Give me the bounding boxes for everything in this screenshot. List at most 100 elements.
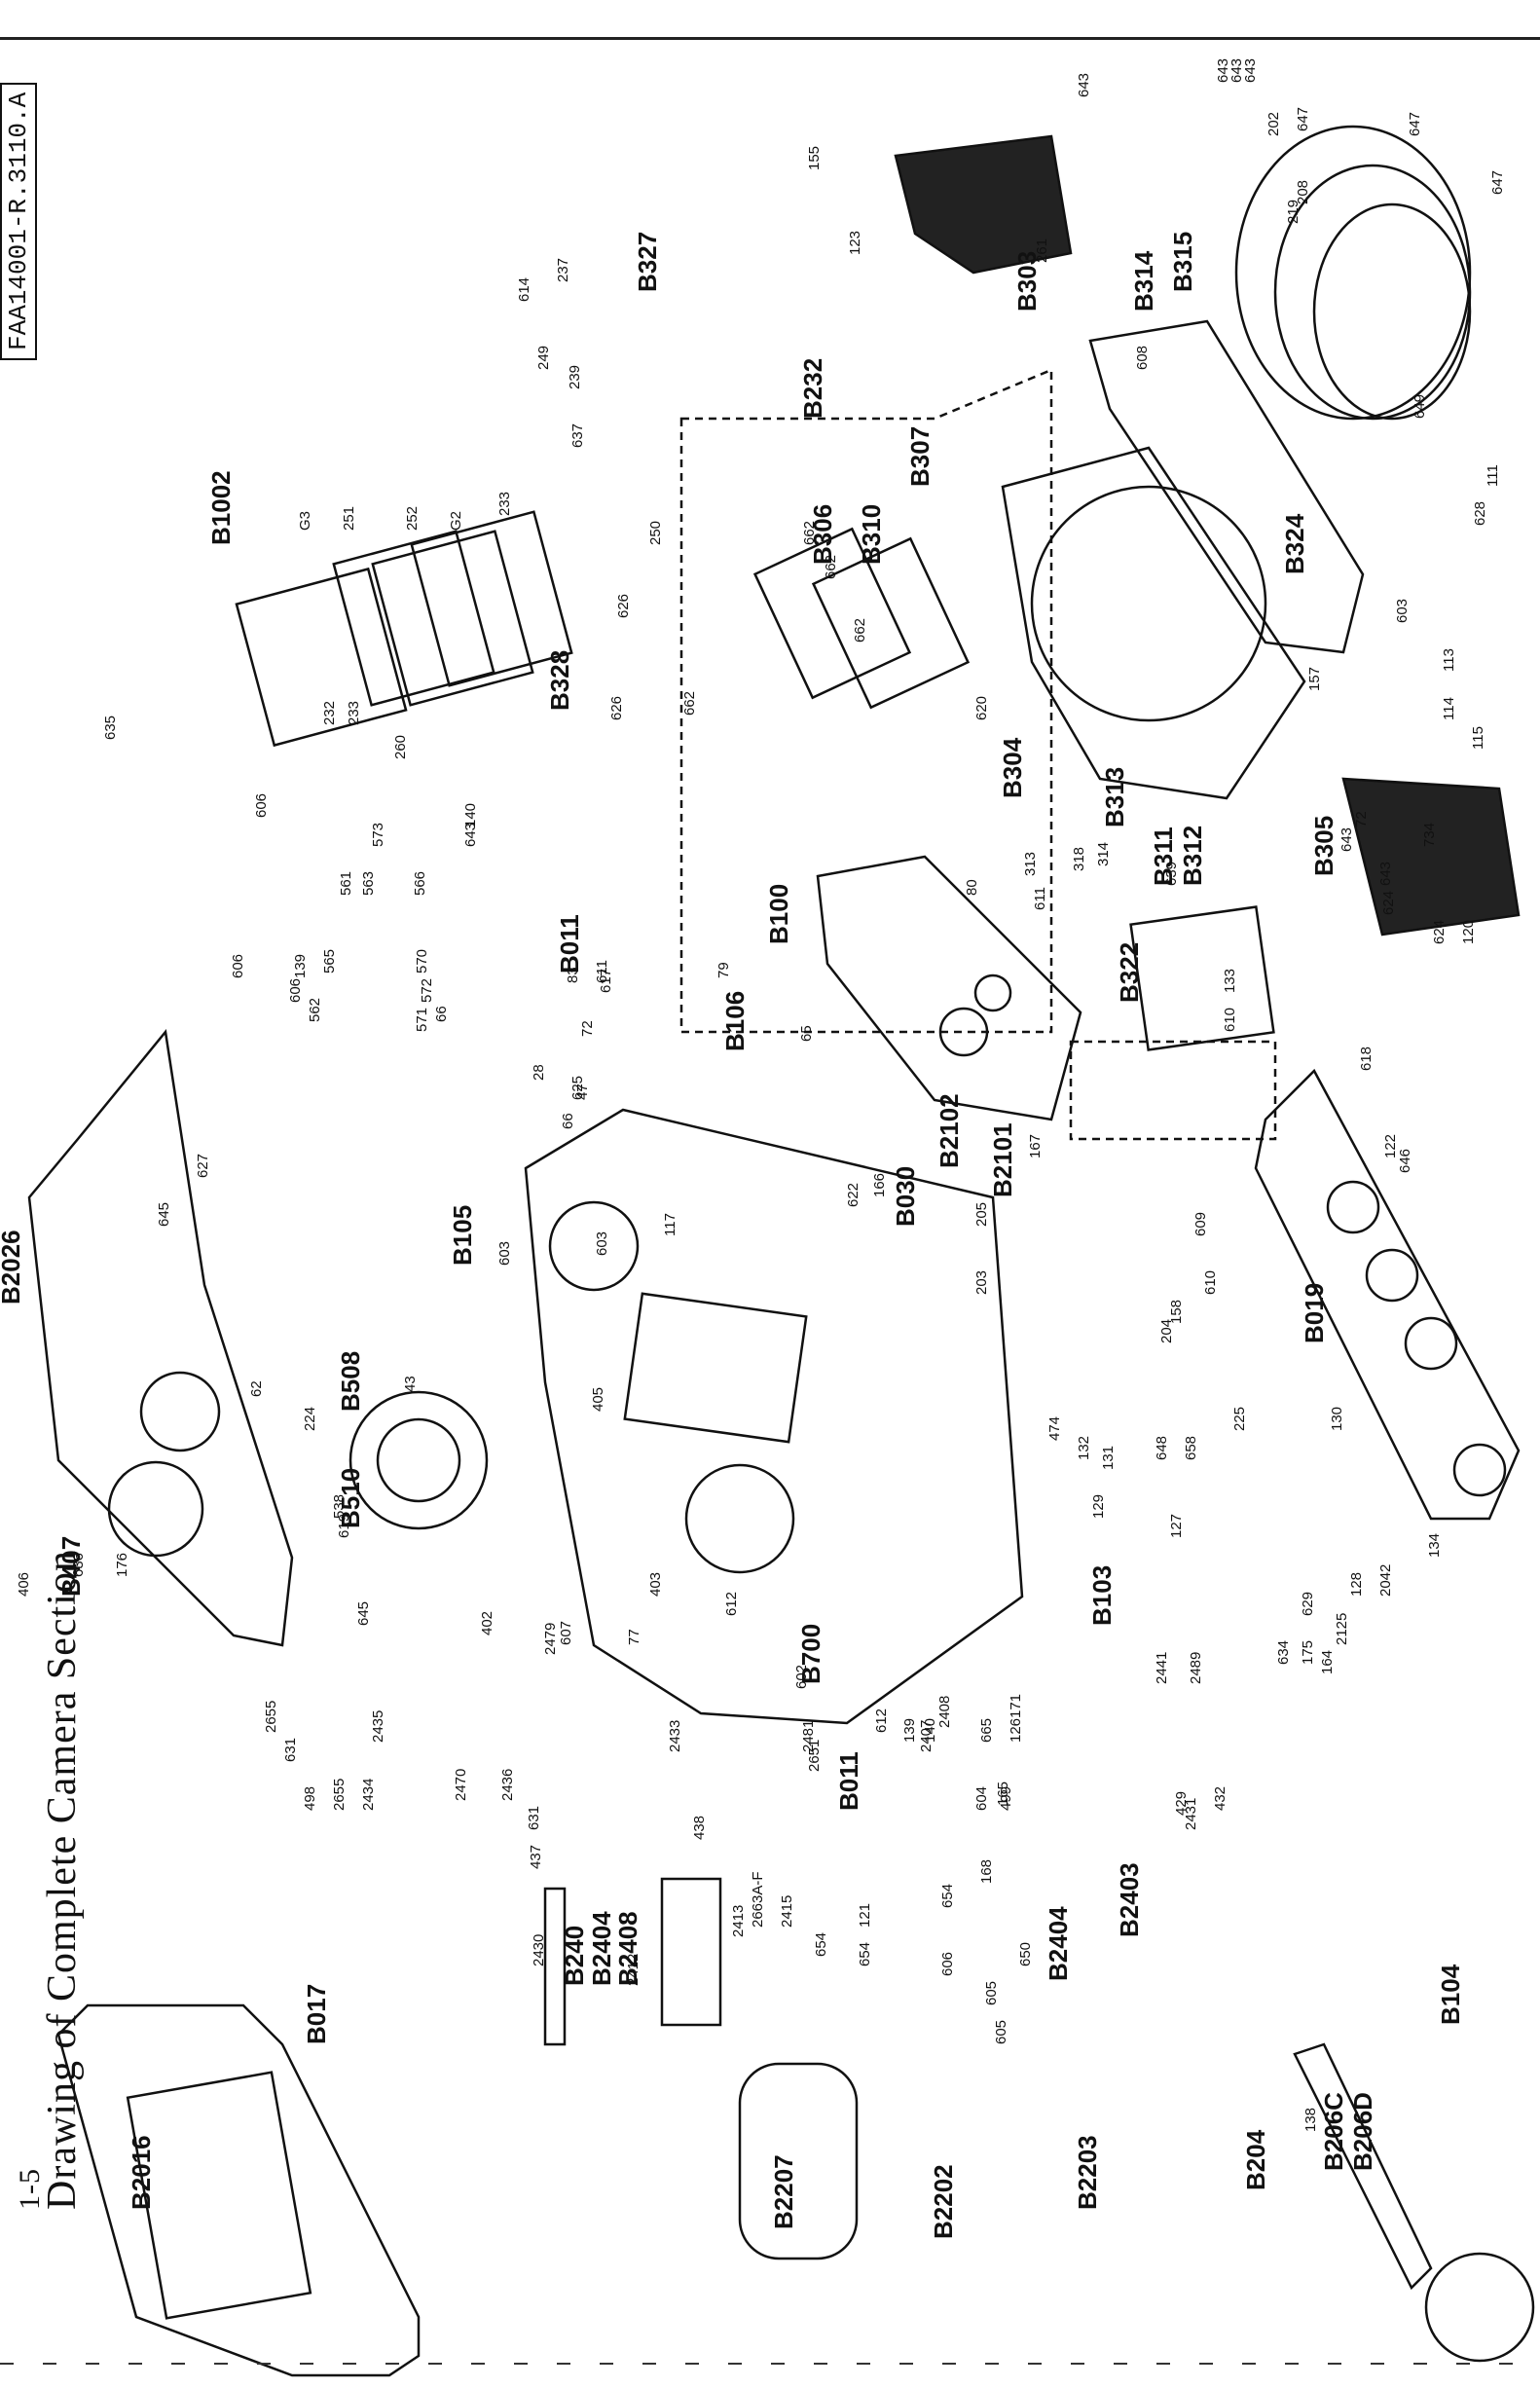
callout-part: 155 — [806, 145, 823, 170]
callout-part: 2479 — [542, 1622, 559, 1655]
callout-assembly: B1002 — [206, 470, 236, 545]
mirror-box-outline — [1001, 446, 1306, 800]
callout-part: 662 — [852, 617, 868, 643]
callout-part: 233 — [346, 700, 362, 725]
front-plate-outline — [1088, 319, 1365, 654]
callout-part: 121 — [857, 1902, 873, 1928]
callout-part: 618 — [1358, 1046, 1375, 1071]
callout-part: 626 — [615, 593, 632, 618]
callout-part: 620 — [973, 695, 990, 720]
callout-part: 647 — [1295, 106, 1311, 131]
callout-part: 658 — [1183, 1435, 1199, 1460]
callout-part: 610 — [1202, 1269, 1219, 1295]
callout-part: 158 — [1168, 1299, 1185, 1324]
callout-assembly: B011 — [834, 1751, 863, 1811]
callout-part: 606 — [230, 953, 246, 978]
callout-assembly: B327 — [633, 231, 662, 292]
callout-assembly: B324 — [1280, 513, 1309, 574]
callout-part: 662 — [681, 690, 698, 716]
callout-part: 631 — [282, 1737, 299, 1762]
mirror-plate-2 — [811, 536, 971, 710]
callout-part: 233 — [496, 491, 513, 516]
callout-part: 665 — [978, 1717, 995, 1743]
callout-part: 129 — [1090, 1493, 1107, 1519]
callout-part: 2663A-F — [750, 1871, 766, 1928]
callout-assembly: B2403 — [1115, 1862, 1144, 1937]
callout-part: 624 — [1431, 919, 1448, 944]
callout-part: 654 — [857, 1941, 873, 1966]
callout-part: 2125 — [1334, 1612, 1350, 1645]
main-body-outline — [524, 1108, 1024, 1725]
callout-part: 28 — [531, 1064, 547, 1081]
callout-assembly: B307 — [905, 425, 935, 487]
callout-part: 111 — [1485, 464, 1501, 487]
assembly-leader-2 — [1069, 1040, 1277, 1141]
callout-part: 610 — [1222, 1007, 1238, 1032]
callout-part: 166 — [871, 1172, 888, 1197]
callout-part: 252 — [404, 505, 421, 531]
callout-part: 605 — [993, 2019, 1009, 2044]
callout-part: 634 — [1275, 1639, 1292, 1665]
callout-part: 645 — [156, 1201, 172, 1227]
callout-assembly: B100 — [764, 883, 793, 944]
prism-plate-2 — [371, 530, 534, 707]
callout-part: 2441 — [1154, 1651, 1170, 1684]
document-code: FAA14001-R.3110.A — [0, 82, 37, 360]
top-rule — [0, 37, 1540, 40]
callout-part: 647 — [1407, 111, 1423, 136]
film-advance-boss — [548, 1200, 640, 1292]
callout-assembly: B314 — [1129, 250, 1158, 312]
rewind-shaft — [543, 1887, 567, 2046]
bayonet-ring-3 — [1312, 202, 1472, 421]
callout-part: 175 — [1300, 1639, 1316, 1665]
callout-part: 405 — [590, 1386, 606, 1412]
callout-part: 654 — [939, 1883, 956, 1908]
callout-part: 438 — [691, 1815, 708, 1840]
dashed-edge-marks — [0, 2363, 1540, 2365]
callout-assembly: B328 — [545, 649, 574, 711]
callout-part: 127 — [1168, 1513, 1185, 1538]
callout-part: 2436 — [499, 1768, 516, 1801]
page-title: Drawing of Complete Camera Section — [40, 1550, 85, 2210]
callout-part: 654 — [813, 1931, 829, 1957]
callout-part: 313 — [1022, 851, 1039, 876]
callout-assembly: B304 — [998, 737, 1027, 798]
callout-part: 237 — [555, 257, 571, 282]
film-advance-plate — [816, 855, 1082, 1121]
callout-part: 611 — [1032, 887, 1048, 910]
callout-part: 614 — [516, 276, 532, 302]
dashed-edge — [0, 2344, 1540, 2383]
callout-part: 2655 — [263, 1700, 279, 1733]
callout-assembly: B232 — [798, 357, 827, 419]
callout-part: 628 — [1472, 500, 1488, 526]
prism-plate-1 — [332, 530, 495, 707]
callout-part: 202 — [1265, 111, 1282, 136]
callout-part: 205 — [973, 1201, 990, 1227]
callout-part: 131 — [1100, 1445, 1117, 1470]
callout-assembly: B103 — [1087, 1564, 1117, 1626]
callout-part: 250 — [647, 520, 664, 545]
callout-assembly: B508 — [336, 1350, 365, 1412]
takeup-spool — [738, 2062, 859, 2260]
callout-part: 65 — [798, 1025, 815, 1042]
callout-part: 646 — [1397, 1148, 1413, 1173]
advance-lever-cap — [1424, 2252, 1535, 2363]
callout-assembly: B204 — [1241, 2129, 1270, 2190]
callout-part: 647 — [1489, 169, 1506, 195]
top-cover-rewind-hole — [107, 1460, 204, 1558]
callout-part: 643 — [462, 822, 479, 847]
mirror-plate-1 — [752, 527, 912, 700]
callout-assembly: B011 — [555, 914, 584, 974]
callout-part: 314 — [1095, 841, 1112, 866]
callout-assembly: B312 — [1178, 825, 1207, 886]
callout-part: 134 — [1426, 1532, 1443, 1558]
pressure-plate — [126, 2071, 312, 2320]
callout-part: 609 — [1192, 1211, 1209, 1236]
callout-part: 2413 — [730, 1904, 747, 1937]
callout-part: 563 — [360, 870, 377, 896]
callout-assembly: B030 — [891, 1165, 920, 1227]
callout-part: 649 — [1412, 393, 1428, 419]
callout-part: 636 — [70, 1552, 87, 1577]
callout-assembly: B2207 — [769, 2154, 798, 2229]
callout-part: 2431 — [1183, 1797, 1199, 1830]
